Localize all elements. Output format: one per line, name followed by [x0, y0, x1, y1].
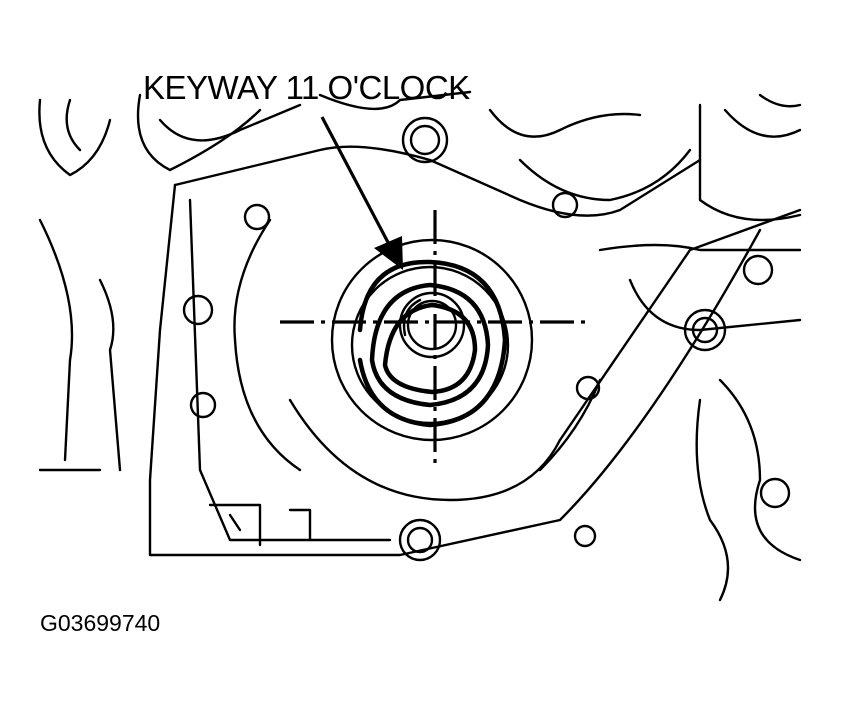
bolt-hole [575, 375, 601, 401]
bolt-hole [551, 191, 579, 219]
front-cover-flange [148, 145, 802, 557]
bolt-hole [759, 477, 791, 509]
figure-id-label: G03699740 [40, 610, 161, 636]
keyway-callout-label: KEYWAY 11 O'CLOCK [143, 69, 470, 106]
bolt-hole [409, 124, 441, 156]
keyway-pointer-arrow [320, 116, 403, 270]
bolt-hole [573, 524, 597, 548]
bolt-hole-group [182, 116, 791, 562]
bolt-hole [691, 316, 719, 344]
bolt-hole [189, 391, 217, 419]
bolt-hole [243, 203, 271, 231]
centerlines [280, 210, 588, 468]
block-casting-outline [38, 90, 802, 602]
bolt-hole [406, 526, 434, 554]
bolt-hole [182, 294, 214, 326]
bolt-hole [742, 254, 774, 286]
oil-pump-rotor [330, 238, 534, 442]
